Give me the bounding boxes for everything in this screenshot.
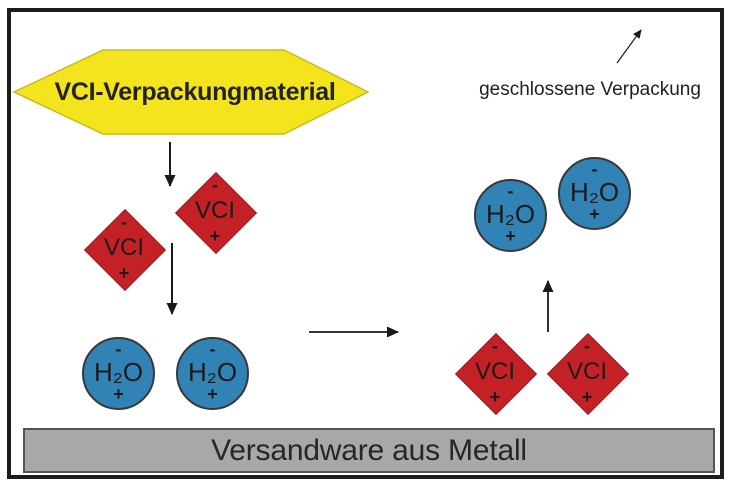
circle-shape	[82, 337, 155, 410]
charge-minus: -	[492, 336, 498, 356]
molecule-label: H₂O	[187, 357, 238, 387]
h2o-molecule: - H₂O +	[474, 179, 547, 252]
molecule-label: VCI	[103, 234, 144, 261]
circle-shape	[558, 157, 631, 230]
h2o-molecule: - H₂O +	[82, 337, 155, 410]
molecule-label: H₂O	[485, 199, 536, 229]
charge-minus: -	[121, 212, 127, 232]
h2o-molecule: - H₂O +	[176, 337, 249, 410]
vci-molecule: - VCI +	[83, 208, 167, 292]
charge-plus: +	[581, 387, 593, 407]
molecule-label: H₂O	[93, 357, 144, 387]
charge-minus: -	[584, 336, 590, 356]
charge-plus: +	[113, 384, 124, 404]
molecule-label: VCI	[474, 358, 515, 385]
charge-minus: -	[591, 159, 598, 179]
closed-packaging-arrow-icon	[616, 29, 642, 64]
diagram-frame	[7, 8, 724, 479]
molecule-label: VCI	[194, 197, 235, 224]
metal-ware-label: Versandware aus Metall	[211, 433, 527, 467]
charge-minus: -	[212, 175, 218, 195]
metal-ware-bar: Versandware aus Metall	[23, 428, 715, 473]
molecule-label: VCI	[566, 358, 607, 385]
closed-packaging-label: geschlossene Verpackung	[479, 79, 701, 100]
circle-shape	[474, 179, 547, 252]
vci-source-label: VCI-Verpackungmaterial	[54, 77, 336, 106]
charge-plus: +	[589, 204, 600, 224]
charge-plus: +	[489, 387, 501, 407]
vci-molecule: - VCI +	[454, 332, 538, 416]
molecule-label: H₂O	[569, 177, 620, 207]
vci-molecule: - VCI +	[174, 171, 258, 255]
charge-plus: +	[209, 226, 221, 246]
charge-minus: -	[115, 339, 122, 359]
vci-source-hexagon	[12, 49, 370, 135]
charge-plus: +	[505, 226, 516, 246]
charge-plus: +	[118, 263, 130, 283]
circle-shape	[176, 337, 249, 410]
h2o-molecule: - H₂O +	[558, 157, 631, 230]
charge-minus: -	[507, 181, 514, 201]
vci-molecule: - VCI +	[546, 332, 630, 416]
charge-plus: +	[207, 384, 218, 404]
charge-minus: -	[209, 339, 216, 359]
